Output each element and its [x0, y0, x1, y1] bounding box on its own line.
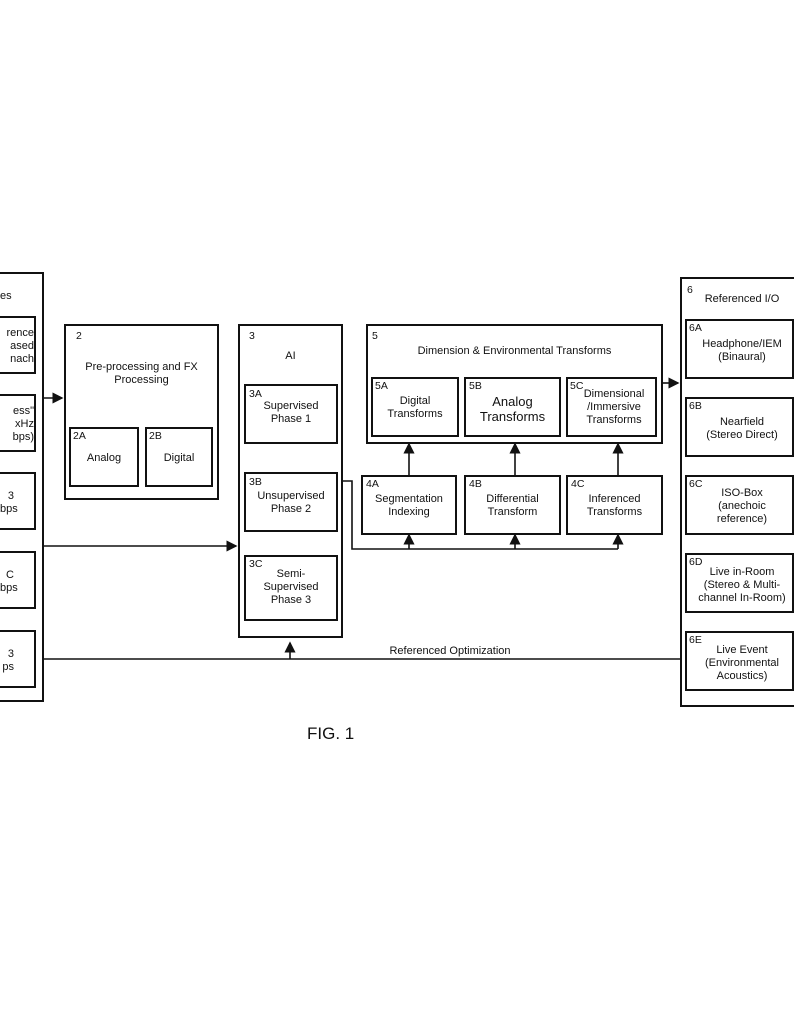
block-2a — [69, 427, 139, 487]
figure-caption: FIG. 1 — [307, 724, 355, 743]
block-1-title: es — [0, 290, 12, 302]
block-3c — [244, 555, 338, 621]
block-5c-number: 5C — [570, 380, 584, 392]
block-1-item — [0, 630, 36, 688]
block-4c — [566, 475, 663, 535]
block-6b — [685, 397, 794, 457]
block-4b-number: 4B — [469, 478, 482, 490]
block-1-item — [0, 551, 36, 609]
block-5-title: Dimension & Environmental Transforms — [417, 345, 612, 357]
block-5b — [464, 377, 561, 437]
block-5-number: 5 — [372, 330, 378, 342]
block-2b — [145, 427, 213, 487]
block-6a-number: 6A — [689, 322, 702, 334]
block-3-title: AI — [285, 350, 296, 362]
block-6e-number: 6E — [689, 634, 702, 646]
block-6d — [685, 553, 794, 613]
block-6-title: Referenced I/O — [704, 293, 780, 305]
block-6d-number: 6D — [689, 556, 703, 568]
block-6e — [685, 631, 794, 691]
block-4a — [361, 475, 457, 535]
feedback-label: Referenced Optimization — [389, 645, 511, 657]
block-1-item — [0, 394, 36, 452]
block-6b-label: Nearfield(Stereo Direct) — [706, 416, 778, 441]
block-5b-number: 5B — [469, 380, 482, 392]
block-1-item — [0, 472, 36, 530]
block-6a-label: Headphone/IEM(Binaural) — [702, 338, 782, 363]
block-2a-number: 2A — [73, 430, 86, 442]
block-6c — [685, 475, 794, 535]
block-4c-number: 4C — [571, 478, 585, 490]
block-6d-label: Live in-Room(Stereo & Multi-channel In-R… — [698, 566, 786, 604]
block-3b-number: 3B — [249, 476, 262, 488]
block-6b-number: 6B — [689, 400, 702, 412]
block-2-number: 2 — [76, 330, 82, 342]
block-3-number: 3 — [249, 330, 255, 342]
block-2b-label: Digital — [163, 452, 195, 464]
block-6c-number: 6C — [689, 478, 703, 490]
block-6a — [685, 319, 794, 379]
block-4a-number: 4A — [366, 478, 379, 490]
bus-3b-to-4 — [343, 480, 618, 550]
block-3c-number: 3C — [249, 558, 263, 570]
block-4b — [464, 475, 561, 535]
block-5a-number: 5A — [375, 380, 388, 392]
block-6-number: 6 — [687, 284, 693, 296]
block-3a-number: 3A — [249, 388, 262, 400]
block-3b — [244, 472, 338, 532]
block-3a — [244, 384, 338, 444]
block-5a — [371, 377, 459, 437]
block-2b-number: 2B — [149, 430, 162, 442]
block-5c — [566, 377, 657, 437]
block-2a-label: Analog — [86, 452, 122, 464]
block-1-item — [0, 316, 36, 374]
